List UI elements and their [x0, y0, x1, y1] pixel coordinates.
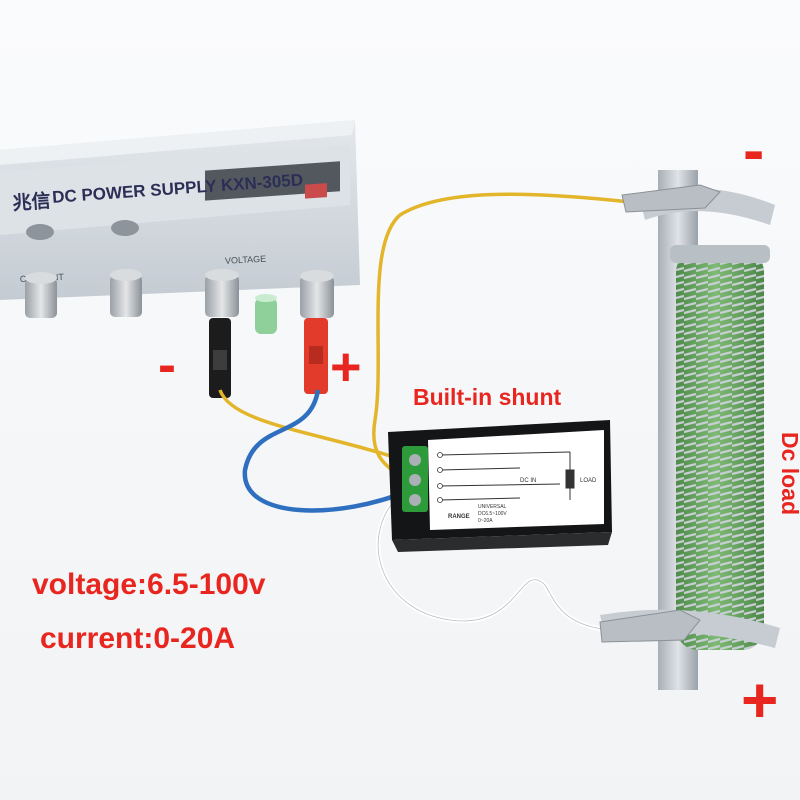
positive-terminal	[304, 318, 328, 394]
meter-dc-in-text: DC IN	[520, 478, 536, 484]
meter-range-label: RANGE	[448, 514, 470, 520]
load-plus-sign: +	[741, 664, 779, 736]
knob-4	[300, 270, 334, 318]
meter-load-text: LOAD	[580, 478, 597, 484]
meter-range-line-2: DC6.5~100V	[478, 511, 507, 517]
current-spec-text: current:0-20A	[40, 622, 236, 655]
dc-power-supply: 兆信 DC POWER SUPPLY KXN-305D VOLTAGE CURR…	[0, 120, 360, 398]
shunt-label: Built-in shunt	[413, 384, 562, 410]
load-minus-sign: -	[743, 114, 765, 186]
meter-range-line-3: 0~20A	[478, 518, 493, 524]
dc-load-label: Dc load	[777, 431, 800, 516]
alligator-clip-bottom	[599, 609, 701, 643]
alligator-clip-top	[621, 184, 721, 213]
meter-range-line-1: UNIVERSAL	[478, 504, 507, 510]
psu-minus-sign: -	[158, 335, 176, 395]
knob-2	[110, 269, 142, 317]
negative-terminal	[209, 318, 231, 398]
meter-with-shunt: DC IN LOAD RANGE UNIVERSAL DC6.5~100V 0~…	[388, 420, 612, 552]
voltage-spec-text: voltage:6.5-100v	[32, 568, 266, 601]
knob-3	[205, 269, 239, 317]
green-indicator	[255, 294, 277, 334]
knob-1	[25, 272, 57, 318]
psu-brand-text: 兆信	[12, 189, 52, 215]
psu-voltage-label: VOLTAGE	[225, 254, 267, 266]
psu-plus-sign: +	[330, 337, 362, 397]
